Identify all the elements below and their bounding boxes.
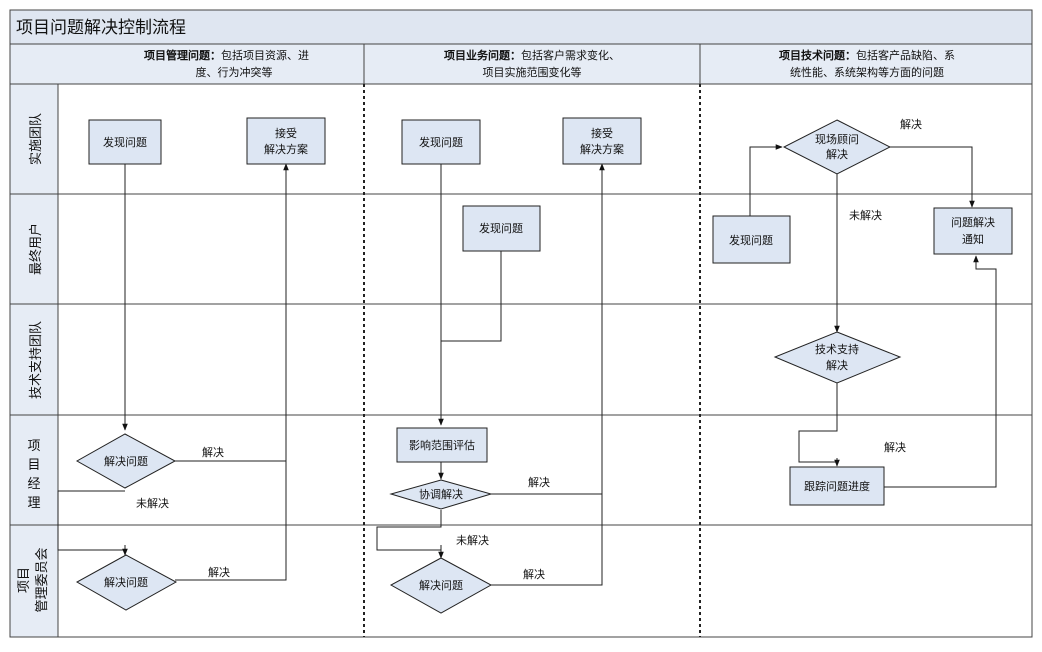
c2-impact-assessment-node: 影响范围评估 [396, 427, 488, 463]
svg-text:影响范围评估: 影响范围评估 [409, 438, 475, 452]
svg-text:度、行为冲突等: 度、行为冲突等 [196, 65, 273, 79]
c1-accept-solution-node: 接受 解决方案 [246, 117, 326, 165]
svg-text:技术支持: 技术支持 [815, 342, 859, 356]
column-header-business: 项目业务问题：包括客户需求变化、 项目实施范围变化等 [444, 48, 620, 79]
svg-text:解决方案: 解决方案 [264, 142, 308, 156]
diagram-frame [9, 9, 1033, 638]
edge-label-unresolved: 未解决 [136, 496, 169, 510]
c1-pm-resolve-decision: 解决问题 [75, 433, 177, 489]
c3-resolution-notice-node: 问题解决 通知 [933, 207, 1013, 255]
svg-text:项目实施范围变化等: 项目实施范围变化等 [483, 65, 582, 79]
svg-text:目: 目 [27, 458, 40, 473]
lane-label-steering-committee: 项目 管理委员会 [17, 547, 50, 612]
edge-label-unresolved: 未解决 [849, 208, 882, 222]
flow-lines-technical [749, 144, 997, 488]
flow-lines-management [57, 163, 289, 581]
c3-track-progress-node: 跟踪问题进度 [789, 466, 885, 506]
svg-text:问题解决: 问题解决 [951, 215, 995, 229]
edge-label-resolved: 解决 [884, 440, 906, 454]
svg-text:解决问题: 解决问题 [419, 578, 463, 592]
c2-user-discover-node: 发现问题 [462, 205, 541, 252]
svg-text:项: 项 [27, 439, 40, 454]
c1-committee-resolve-decision: 解决问题 [75, 554, 178, 611]
column-header-technical: 项目技术问题：包括客产品缺陷、系 统性能、系统架构等方面的问题 [779, 48, 955, 79]
svg-text:项目: 项目 [17, 567, 32, 593]
svg-text:项目管理问题：包括项目资源、进: 项目管理问题：包括项目资源、进 [144, 48, 309, 62]
edge-label-resolved: 解决 [900, 117, 922, 131]
svg-text:经: 经 [27, 477, 40, 492]
lane-label-implementation-team: 实施团队 [29, 113, 44, 165]
edge-label-unresolved: 未解决 [456, 533, 489, 547]
c2-coordinate-decision: 协调解决 [389, 479, 493, 510]
svg-text:跟踪问题进度: 跟踪问题进度 [804, 479, 870, 493]
svg-text:接受: 接受 [591, 127, 613, 140]
svg-text:解决问题: 解决问题 [104, 575, 148, 589]
lane-separators [10, 193, 1032, 526]
svg-text:发现问题: 发现问题 [419, 135, 463, 149]
svg-text:理: 理 [27, 496, 40, 511]
svg-text:协调解决: 协调解决 [419, 487, 463, 501]
c3-tech-support-decision: 技术支持 解决 [773, 331, 902, 384]
svg-text:项目业务问题：包括客户需求变化、: 项目业务问题：包括客户需求变化、 [444, 48, 620, 62]
c2-impl-discover-node: 发现问题 [401, 119, 481, 165]
c2-committee-resolve-decision: 解决问题 [389, 557, 493, 614]
c3-onsite-consultant-decision: 现场顾问 解决 [782, 119, 892, 175]
edge-label-resolved: 解决 [528, 475, 550, 489]
c1-discover-node: 发现问题 [88, 119, 162, 165]
diagram-title: 项目问题解决控制流程 [16, 18, 186, 38]
svg-text:管理委员会: 管理委员会 [35, 547, 50, 612]
svg-text:发现问题: 发现问题 [479, 221, 523, 235]
lane-label-tech-support: 技术支持团队 [29, 321, 44, 399]
svg-text:项目技术问题：包括客产品缺陷、系: 项目技术问题：包括客产品缺陷、系 [779, 48, 955, 62]
c2-accept-solution-node: 接受 解决方案 [562, 117, 642, 165]
column-header-management: 项目管理问题：包括项目资源、进 度、行为冲突等 [144, 48, 309, 79]
svg-text:解决: 解决 [826, 358, 848, 372]
edge-label-resolved: 解决 [208, 565, 230, 579]
edge-label-resolved: 解决 [523, 567, 545, 581]
lane-label-end-user: 最终用户 [28, 223, 44, 275]
svg-text:统性能、系统架构等方面的问题: 统性能、系统架构等方面的问题 [790, 65, 944, 79]
svg-text:发现问题: 发现问题 [103, 135, 147, 149]
lane-label-project-manager: 项 目 经 理 [27, 439, 40, 511]
svg-text:解决方案: 解决方案 [580, 142, 624, 156]
edge-label-resolved: 解决 [202, 445, 224, 459]
svg-text:接受: 接受 [275, 127, 297, 140]
svg-text:通知: 通知 [962, 232, 984, 246]
svg-text:发现问题: 发现问题 [729, 233, 773, 247]
svg-text:解决问题: 解决问题 [104, 454, 148, 468]
flow-lines-business [376, 163, 605, 586]
svg-text:解决: 解决 [826, 147, 848, 161]
column-dividers [363, 84, 701, 637]
c3-user-discover-node: 发现问题 [712, 215, 791, 264]
svg-text:现场顾问: 现场顾问 [815, 132, 859, 146]
